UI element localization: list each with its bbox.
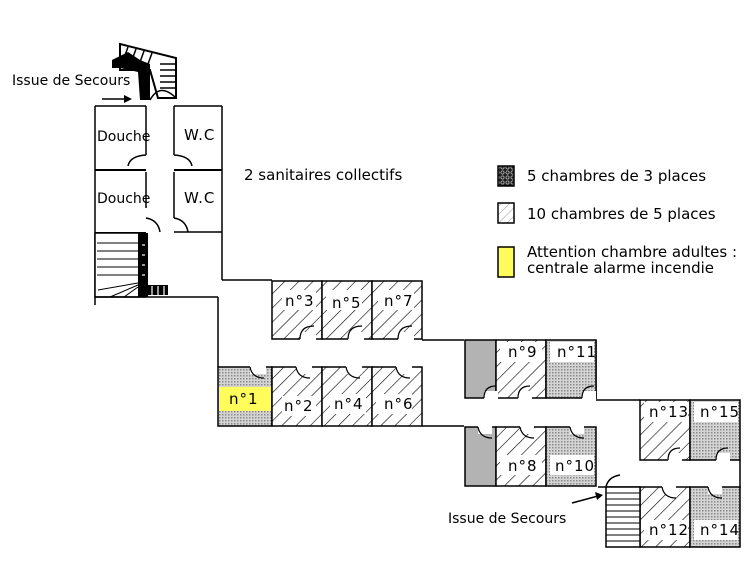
room-label-n2: n°2 <box>284 397 314 415</box>
room-label-n13: n°13 <box>649 403 690 421</box>
douche-label-1: Douche <box>97 129 151 145</box>
sanitary-caption: 2 sanitaires collectifs <box>244 166 403 184</box>
legend-text-hatched: 10 chambres de 5 places <box>527 205 716 223</box>
exit-label-top: Issue de Secours <box>12 73 131 89</box>
exit-label-bottom: Issue de Secours <box>448 511 567 527</box>
legend-swatch-dotted <box>497 165 515 187</box>
douche-label-2: Douche <box>97 191 151 207</box>
legend-swatch-yellow <box>497 246 515 278</box>
legend-text-yellow-line2: centrale alarme incendie <box>527 259 715 277</box>
label-backgrounds <box>282 290 738 540</box>
room-label-n10: n°10 <box>555 457 596 475</box>
legend-text-dotted: 5 chambres de 3 places <box>527 167 707 185</box>
room-label-n6: n°6 <box>384 395 414 413</box>
room-label-n8: n°8 <box>508 457 538 475</box>
alert-highlight <box>219 387 271 411</box>
room-label-n1: n°1 <box>229 390 259 408</box>
room-label-n15: n°15 <box>700 403 741 421</box>
staircase-bottom <box>605 474 641 548</box>
room-label-n11: n°11 <box>557 343 598 361</box>
exit-arrow-top <box>102 95 132 103</box>
room-label-n9: n°9 <box>508 343 538 361</box>
room-label-n14: n°14 <box>700 521 741 539</box>
legend-text-yellow-line1: Attention chambre adultes : <box>527 243 738 261</box>
room-label-n12: n°12 <box>649 521 690 539</box>
exit-arrow-bottom <box>571 492 603 504</box>
room-label-n7: n°7 <box>384 292 414 310</box>
grey-room-top <box>464 339 497 399</box>
room-label-n4: n°4 <box>334 395 364 413</box>
staircase-top <box>112 42 177 101</box>
grey-room-bottom <box>464 426 497 487</box>
staircase-left <box>94 232 218 298</box>
legend-swatch-hatched <box>497 202 515 224</box>
wc-label-2: W.C <box>184 189 216 207</box>
room-label-n3: n°3 <box>285 292 315 310</box>
room-label-n5: n°5 <box>332 294 362 312</box>
wc-label-1: W.C <box>184 126 216 144</box>
doors <box>249 325 730 499</box>
